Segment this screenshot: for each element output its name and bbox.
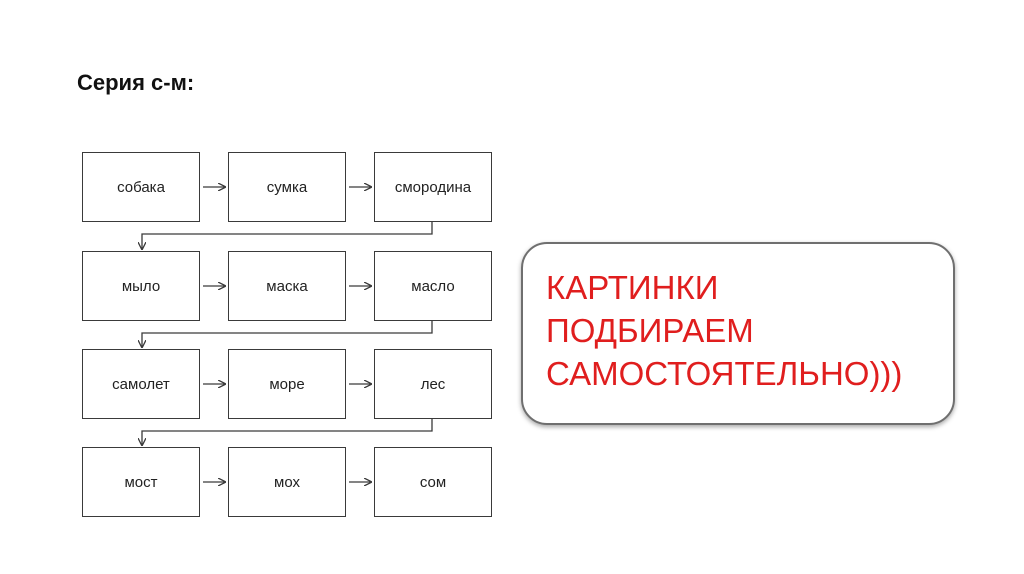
word-box: сумка	[228, 152, 346, 222]
slide-title: Серия с-м:	[77, 70, 195, 95]
next-row-connector	[142, 222, 433, 249]
word-box: самолет	[82, 349, 200, 419]
word-box: сом	[374, 447, 492, 517]
instruction-callout: КАРТИНКИ ПОДБИРАЕМ САМОСТОЯТЕЛЬНО)))	[521, 242, 955, 425]
instruction-text: КАРТИНКИ ПОДБИРАЕМ САМОСТОЯТЕЛЬНО)))	[546, 266, 902, 395]
word-box: масло	[374, 251, 492, 321]
next-row-connector	[142, 321, 433, 347]
instruction-line: КАРТИНКИ	[546, 269, 719, 306]
instruction-line: САМОСТОЯТЕЛЬНО)))	[546, 355, 903, 392]
word-box: мыло	[82, 251, 200, 321]
next-row-connector	[142, 419, 433, 445]
word-box: мост	[82, 447, 200, 517]
word-box: мох	[228, 447, 346, 517]
instruction-line: ПОДБИРАЕМ	[546, 312, 754, 349]
word-box: собака	[82, 152, 200, 222]
word-box: море	[228, 349, 346, 419]
word-box: лес	[374, 349, 492, 419]
word-box: маска	[228, 251, 346, 321]
word-box: смородина	[374, 152, 492, 222]
